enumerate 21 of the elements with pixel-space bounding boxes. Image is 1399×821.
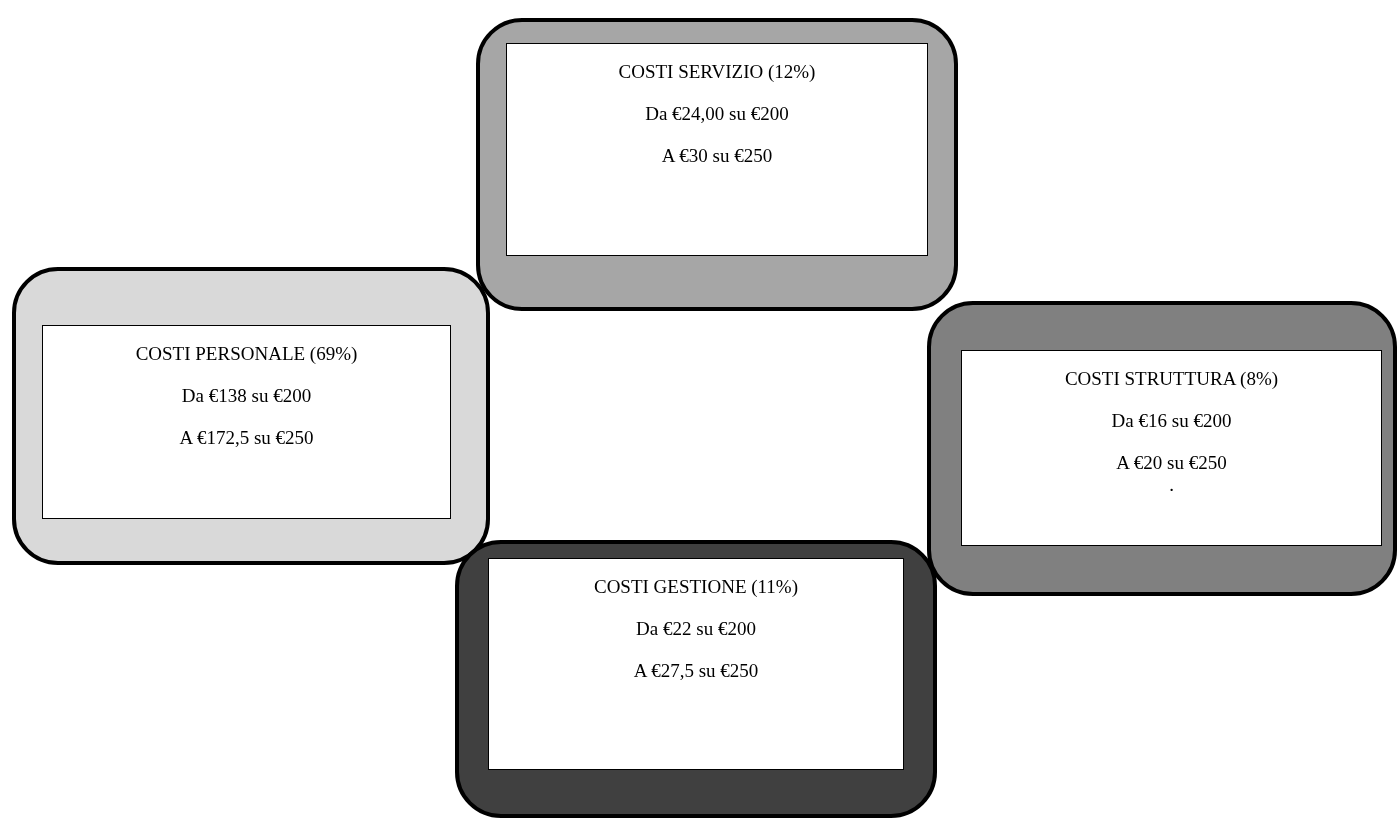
box-heading: COSTI PERSONALE (69%) bbox=[135, 342, 358, 366]
text-box bbox=[961, 350, 1382, 546]
rounded-panel bbox=[455, 540, 937, 818]
box-heading: COSTI SERVIZIO (12%) bbox=[618, 60, 816, 84]
rounded-panel bbox=[476, 18, 958, 311]
text-box bbox=[488, 558, 904, 770]
cost-text: Da €24,00 su €200 bbox=[645, 102, 789, 126]
box-heading: COSTI GESTIONE (11%) bbox=[593, 575, 798, 599]
cost-text: Da €22 su €200 bbox=[636, 617, 756, 641]
cost-text: A €27,5 su €250 bbox=[633, 659, 759, 683]
cost-text: A €20 su €250 bbox=[1116, 451, 1227, 475]
box-heading: COSTI STRUTTURA (8%) bbox=[1064, 367, 1279, 391]
text-box bbox=[42, 325, 451, 519]
cost-text: A €172,5 su €250 bbox=[179, 426, 314, 450]
cost-text: Da €138 su €200 bbox=[181, 384, 312, 408]
cost-text: . bbox=[1169, 473, 1174, 497]
text-box bbox=[506, 43, 928, 256]
cost-text: Da €16 su €200 bbox=[1111, 409, 1232, 433]
rounded-panel bbox=[927, 301, 1397, 596]
rounded-panel bbox=[12, 267, 490, 565]
cost-text: A €30 su €250 bbox=[661, 144, 773, 168]
